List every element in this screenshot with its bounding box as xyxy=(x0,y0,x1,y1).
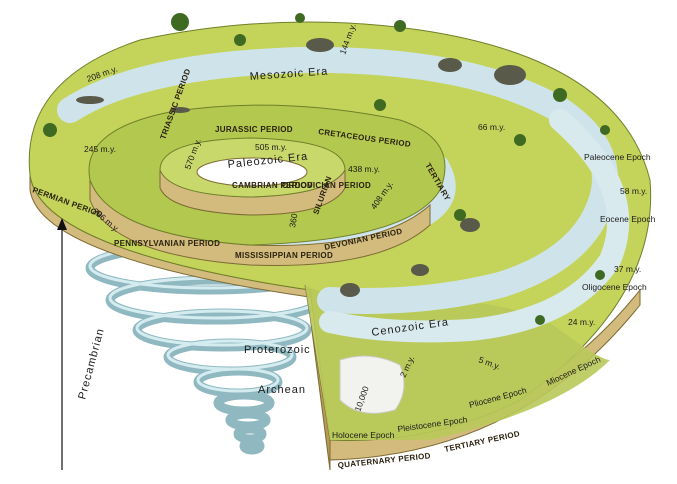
pleistocene-ice xyxy=(339,355,405,414)
proterozoic-label: Proterozoic xyxy=(244,344,311,356)
decorative-vegetation xyxy=(43,13,610,325)
age-37-label: 37 m.y. xyxy=(614,264,641,274)
age-24-label: 24 m.y. xyxy=(568,317,595,327)
mesozoic-era-label: Mesozoic Era xyxy=(249,66,328,83)
oligocene-epoch-label: Oligocene Epoch xyxy=(582,282,647,292)
spiral-center-hole xyxy=(196,157,308,187)
paleocene-epoch-label: Paleocene Epoch xyxy=(584,152,651,162)
cambrian-period-label: CAMBRIAN PERIOD xyxy=(232,181,313,190)
jurassic-period-label: JURASSIC PERIOD xyxy=(215,125,293,134)
age-360-label: 360 xyxy=(287,212,299,228)
mississippian-period-label: MISSISSIPPIAN PERIOD xyxy=(235,251,333,260)
age-245-label: 245 m.y. xyxy=(84,144,116,154)
decorative-animals xyxy=(76,38,526,297)
ordovician-period-label: ORDOVICIAN PERIOD xyxy=(282,181,371,190)
precambrian-label: Precambrian xyxy=(76,327,107,401)
archean-label: Archean xyxy=(258,384,306,396)
cenozoic-sea xyxy=(319,109,630,343)
age-58-label: 58 m.y. xyxy=(620,186,647,196)
pennsylvanian-period-label: PENNSYLVANIAN PERIOD xyxy=(114,239,220,248)
precambrian-arrowhead xyxy=(57,218,67,230)
age-505-label: 505 m.y. xyxy=(255,142,287,152)
holocene-epoch-label: Holocene Epoch xyxy=(332,430,395,440)
eocene-epoch-label: Eocene Epoch xyxy=(600,214,656,224)
age-438-label: 438 m.y. xyxy=(348,164,380,174)
age-66-label: 66 m.y. xyxy=(478,122,505,132)
